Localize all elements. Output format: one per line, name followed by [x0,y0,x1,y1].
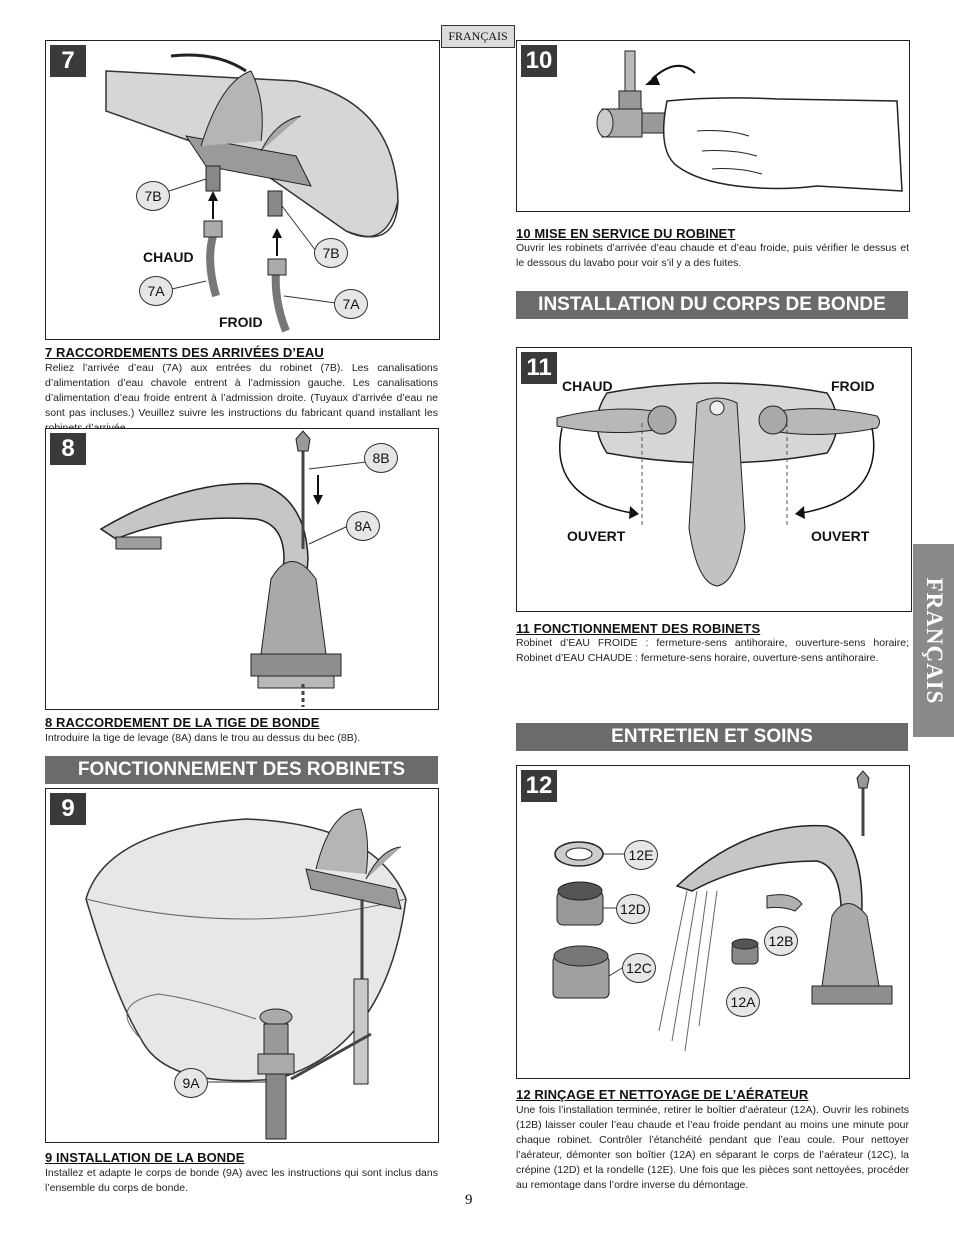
callout-12b: 12B [764,926,798,956]
page-number: 9 [465,1192,473,1208]
step-8-number: 8 [50,433,86,465]
drain-install-illustration [85,808,407,1140]
callout-12c: 12C [622,953,656,983]
language-tag: FRANÇAIS [441,25,515,48]
step-7-number: 7 [50,45,86,77]
section-bar-care: ENTRETIEN ET SOINS [516,723,908,751]
step-9-illustration: 9 9A [45,788,439,1143]
step-12-number: 12 [521,770,557,802]
callout-7b-right: 7B [314,238,348,268]
step-9-number: 9 [50,793,86,825]
step-9-title: 9 INSTALLATION DE LA BONDE [45,1150,245,1165]
step-10-body: Ouvrir les robinets d’arrivée d’eau chau… [516,242,909,269]
step-10-title: 10 MISE EN SERVICE DU ROBINET [516,226,736,241]
section-bar-operation: FONCTIONNEMENT DES ROBINETS [45,756,438,784]
label-open-right: OUVERT [811,528,870,544]
label-cold: FROID [831,378,875,394]
lift-rod-illustration [99,430,367,707]
side-language-tab-label: FRANÇAIS [921,577,947,704]
step-10-number: 10 [521,45,557,77]
side-language-tab: FRANÇAIS [913,544,954,737]
callout-8b: 8B [364,443,398,473]
section-bar-drain-body: INSTALLATION DU CORPS DE BONDE [516,291,908,319]
step-12-illustration: 12 12E 12D 12C 12B 12A [516,765,910,1079]
faucet-supply-illustration [105,53,399,333]
step-9-body: Installez et adapte le corps de bonde (9… [45,1167,438,1194]
step-11-number: 11 [521,352,557,384]
callout-12e: 12E [624,840,658,870]
step-7-body: Reliez l’arrivée d’eau (7A) aux entrées … [45,362,438,434]
callout-12a: 12A [726,987,760,1017]
step-10-illustration: 10 [516,40,910,212]
step-7-title: 7 RACCORDEMENTS DES ARRIVÉES D’EAU [45,345,324,360]
step-8-illustration: 8 8B 8A [45,428,439,710]
step-12-body: Une fois l’installation terminée, retire… [516,1104,909,1191]
label-open-left: OUVERT [567,528,626,544]
label-hot: CHAUD [143,249,194,265]
step-12-title: 12 RINÇAGE ET NETTOYAGE DE L’AÉRATEUR [516,1087,809,1102]
step-8-title: 8 RACCORDEMENT DE LA TIGE DE BONDE [45,715,320,730]
callout-8a: 8A [346,511,380,541]
aerator-cleaning-illustration [552,770,893,1052]
callout-7a-left: 7A [139,276,173,306]
step-11-title: 11 FONCTIONNEMENT DES ROBINETS [516,621,761,636]
shutoff-valve-illustration [596,50,903,192]
callout-7b-left: 7B [136,181,170,211]
step-7-illustration: 7 7B 7B 7A 7A CHAUD FROID [45,40,440,340]
callout-9a: 9A [174,1068,208,1098]
label-cold: FROID [219,314,263,330]
step-11-body: Robinet d’EAU FROIDE : fermeture-sens an… [516,637,909,664]
callout-7a-right: 7A [334,289,368,319]
step-8-body: Introduire la tige de levage (8A) dans l… [45,732,361,744]
callout-12d: 12D [616,894,650,924]
label-hot: CHAUD [562,378,613,394]
handle-operation-illustration [556,382,880,587]
step-11-illustration: 11 CHAUD FROID OUVERT OUVERT [516,347,912,612]
